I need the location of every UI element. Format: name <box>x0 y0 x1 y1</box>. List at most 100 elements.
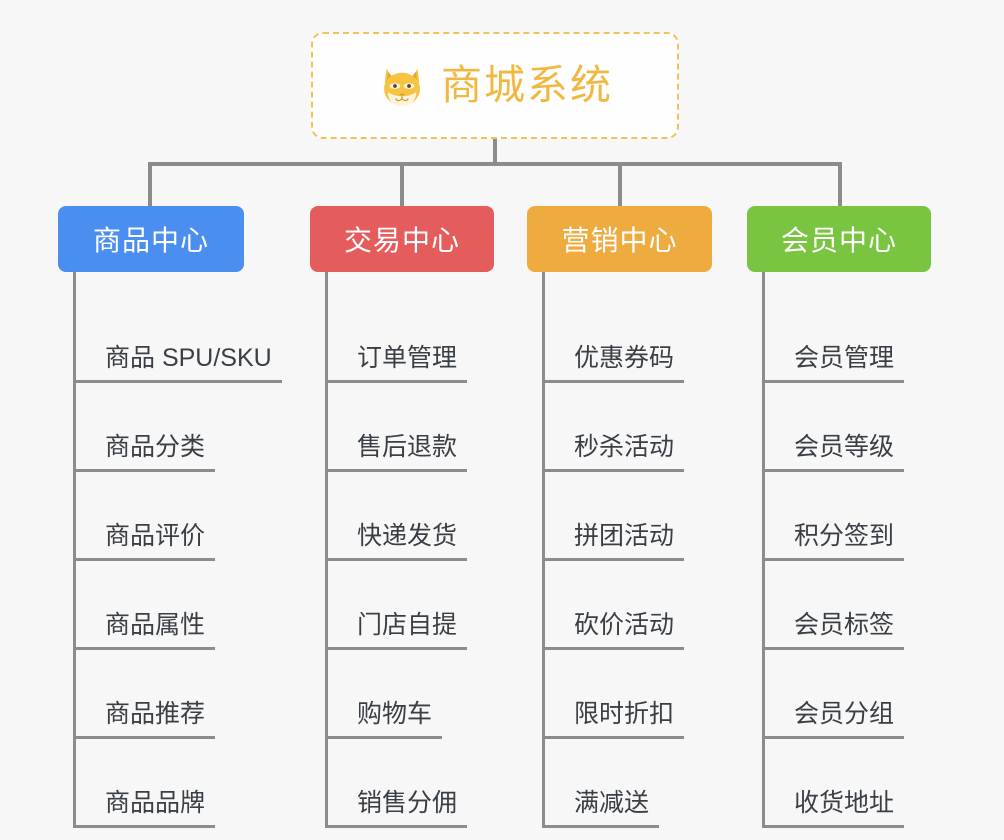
branch-product-center: 商品中心 商品 SPU/SKU 商品分类 商品评价 商品属性 商品推荐 <box>58 206 282 828</box>
leaf-rule <box>762 558 904 561</box>
leaf-item[interactable]: 商品品牌 <box>73 739 244 828</box>
category-label: 会员中心 <box>780 225 897 256</box>
leaf-rule <box>73 825 215 828</box>
category-node-product-center[interactable]: 商品中心 <box>58 206 244 272</box>
leaf-spine <box>542 272 545 828</box>
leaf-item[interactable]: 拼团活动 <box>542 472 712 561</box>
leaf-item[interactable]: 会员等级 <box>762 383 931 472</box>
leaf-rule <box>762 736 904 739</box>
leaf-item[interactable]: 商品 SPU/SKU <box>73 294 282 383</box>
leaf-label: 商品品牌 <box>105 789 206 817</box>
category-node-member-center[interactable]: 会员中心 <box>747 206 931 272</box>
leaf-label: 购物车 <box>357 700 433 728</box>
leaf-rule <box>73 647 215 650</box>
leaf-label: 会员管理 <box>794 344 895 372</box>
connector-drop-product-center <box>148 162 152 208</box>
leaf-item[interactable]: 门店自提 <box>325 561 494 650</box>
leaf-item[interactable]: 订单管理 <box>325 294 494 383</box>
root-node-shop-system[interactable]: 商城系统 <box>311 32 679 139</box>
leaf-label: 收货地址 <box>794 789 895 817</box>
category-node-trade-center[interactable]: 交易中心 <box>310 206 494 272</box>
leaf-rule <box>762 825 904 828</box>
leaf-label: 商品分类 <box>105 433 206 461</box>
leaf-rule <box>542 558 684 561</box>
leaf-spine <box>325 272 328 828</box>
leaf-item[interactable]: 商品推荐 <box>73 650 244 739</box>
leaf-item[interactable]: 会员管理 <box>762 294 931 383</box>
category-label: 商品中心 <box>92 225 209 256</box>
leaf-rule <box>762 647 904 650</box>
leaf-label: 优惠券码 <box>574 344 675 372</box>
leaf-list-product-center: 商品 SPU/SKU 商品分类 商品评价 商品属性 商品推荐 商品品牌 <box>58 272 282 828</box>
leaf-label: 限时折扣 <box>574 700 675 728</box>
leaf-rule <box>73 469 215 472</box>
leaf-list-member-center: 会员管理 会员等级 积分签到 会员标签 会员分组 收货地址 <box>747 272 931 828</box>
leaf-label: 销售分佣 <box>357 789 458 817</box>
leaf-rule <box>542 825 659 828</box>
leaf-item[interactable]: 购物车 <box>325 650 494 739</box>
leaf-label: 会员分组 <box>794 700 895 728</box>
root-node-title: 商城系统 <box>441 62 613 108</box>
leaf-label: 会员等级 <box>794 433 895 461</box>
connector-root-stem <box>493 139 497 164</box>
leaf-label: 拼团活动 <box>574 522 675 550</box>
leaf-label: 满减送 <box>574 789 650 817</box>
branch-member-center: 会员中心 会员管理 会员等级 积分签到 会员标签 会员分组 <box>747 206 931 828</box>
leaf-item[interactable]: 销售分佣 <box>325 739 494 828</box>
leaf-item[interactable]: 积分签到 <box>762 472 931 561</box>
leaf-label: 门店自提 <box>357 611 458 639</box>
category-label: 营销中心 <box>561 225 678 256</box>
branch-marketing-center: 营销中心 优惠券码 秒杀活动 拼团活动 砍价活动 限时折扣 <box>527 206 712 828</box>
leaf-item[interactable]: 收货地址 <box>762 739 931 828</box>
leaf-rule <box>73 736 215 739</box>
leaf-item[interactable]: 快递发货 <box>325 472 494 561</box>
category-node-marketing-center[interactable]: 营销中心 <box>527 206 712 272</box>
connector-horizontal-bus <box>148 162 842 166</box>
leaf-item[interactable]: 会员分组 <box>762 650 931 739</box>
leaf-item[interactable]: 商品属性 <box>73 561 244 650</box>
connector-drop-marketing-center <box>618 162 622 208</box>
leaf-rule <box>762 469 904 472</box>
leaf-spine <box>73 272 76 828</box>
leaf-rule <box>325 469 467 472</box>
leaf-list-trade-center: 订单管理 售后退款 快递发货 门店自提 购物车 销售分佣 <box>310 272 494 828</box>
leaf-rule <box>73 558 215 561</box>
leaf-label: 秒杀活动 <box>574 433 675 461</box>
shiba-dog-face-icon <box>377 61 427 111</box>
leaf-rule <box>325 736 442 739</box>
leaf-item[interactable]: 商品评价 <box>73 472 244 561</box>
category-label: 交易中心 <box>343 225 460 256</box>
leaf-rule <box>325 380 467 383</box>
leaf-item[interactable]: 限时折扣 <box>542 650 712 739</box>
leaf-item[interactable]: 优惠券码 <box>542 294 712 383</box>
leaf-label: 积分签到 <box>794 522 895 550</box>
leaf-rule <box>73 380 282 383</box>
leaf-item[interactable]: 商品分类 <box>73 383 244 472</box>
leaf-label: 会员标签 <box>794 611 895 639</box>
leaf-item[interactable]: 售后退款 <box>325 383 494 472</box>
leaf-label: 砍价活动 <box>574 611 675 639</box>
branch-trade-center: 交易中心 订单管理 售后退款 快递发货 门店自提 购物车 <box>310 206 494 828</box>
leaf-item[interactable]: 会员标签 <box>762 561 931 650</box>
leaf-rule <box>542 380 684 383</box>
leaf-label: 订单管理 <box>357 344 458 372</box>
leaf-item[interactable]: 秒杀活动 <box>542 383 712 472</box>
leaf-rule <box>542 647 684 650</box>
leaf-list-marketing-center: 优惠券码 秒杀活动 拼团活动 砍价活动 限时折扣 满减送 <box>527 272 712 828</box>
leaf-label: 商品 SPU/SKU <box>105 344 272 372</box>
leaf-rule <box>325 558 467 561</box>
leaf-label: 售后退款 <box>357 433 458 461</box>
leaf-label: 商品属性 <box>105 611 206 639</box>
leaf-label: 商品评价 <box>105 522 206 550</box>
leaf-rule <box>325 647 467 650</box>
leaf-rule <box>542 736 684 739</box>
leaf-item[interactable]: 砍价活动 <box>542 561 712 650</box>
connector-drop-member-center <box>838 162 842 208</box>
leaf-rule <box>542 469 684 472</box>
leaf-rule <box>325 825 467 828</box>
leaf-item[interactable]: 满减送 <box>542 739 712 828</box>
leaf-rule <box>762 380 904 383</box>
connector-drop-trade-center <box>400 162 404 208</box>
leaf-spine <box>762 272 765 828</box>
